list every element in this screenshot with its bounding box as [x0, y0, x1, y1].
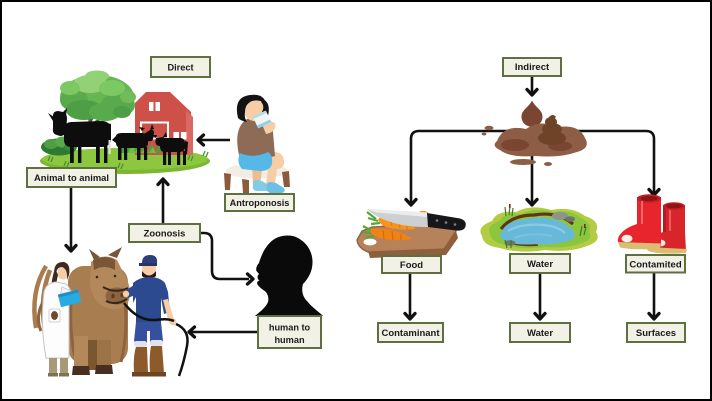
svg-text:Water: Water [527, 259, 553, 270]
svg-text:Zoonosis: Zoonosis [144, 227, 186, 238]
svg-text:Animal to animal: Animal to animal [34, 172, 109, 183]
svg-text:Indirect: Indirect [515, 62, 550, 73]
svg-text:Direct: Direct [167, 62, 193, 72]
svg-text:Contamited: Contamited [629, 259, 681, 270]
svg-text:human to: human to [269, 323, 311, 333]
svg-text:Water: Water [527, 328, 553, 339]
svg-text:Surfaces: Surfaces [636, 328, 676, 339]
svg-text:Food: Food [400, 260, 423, 271]
svg-text:Contaminant: Contaminant [381, 328, 440, 339]
svg-text:human: human [274, 335, 305, 345]
svg-text:Antroponosis: Antroponosis [230, 198, 290, 208]
